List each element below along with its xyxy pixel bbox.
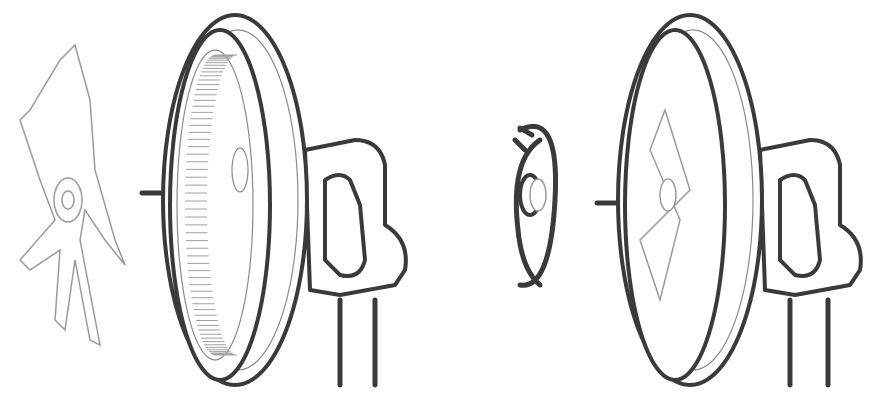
rotate-arrow-icon	[512, 123, 559, 288]
fan-guard-front	[161, 13, 408, 388]
fan-blade-icon	[18, 43, 126, 347]
spinner-cap-icon	[518, 173, 547, 217]
assembled-fan	[616, 13, 863, 388]
